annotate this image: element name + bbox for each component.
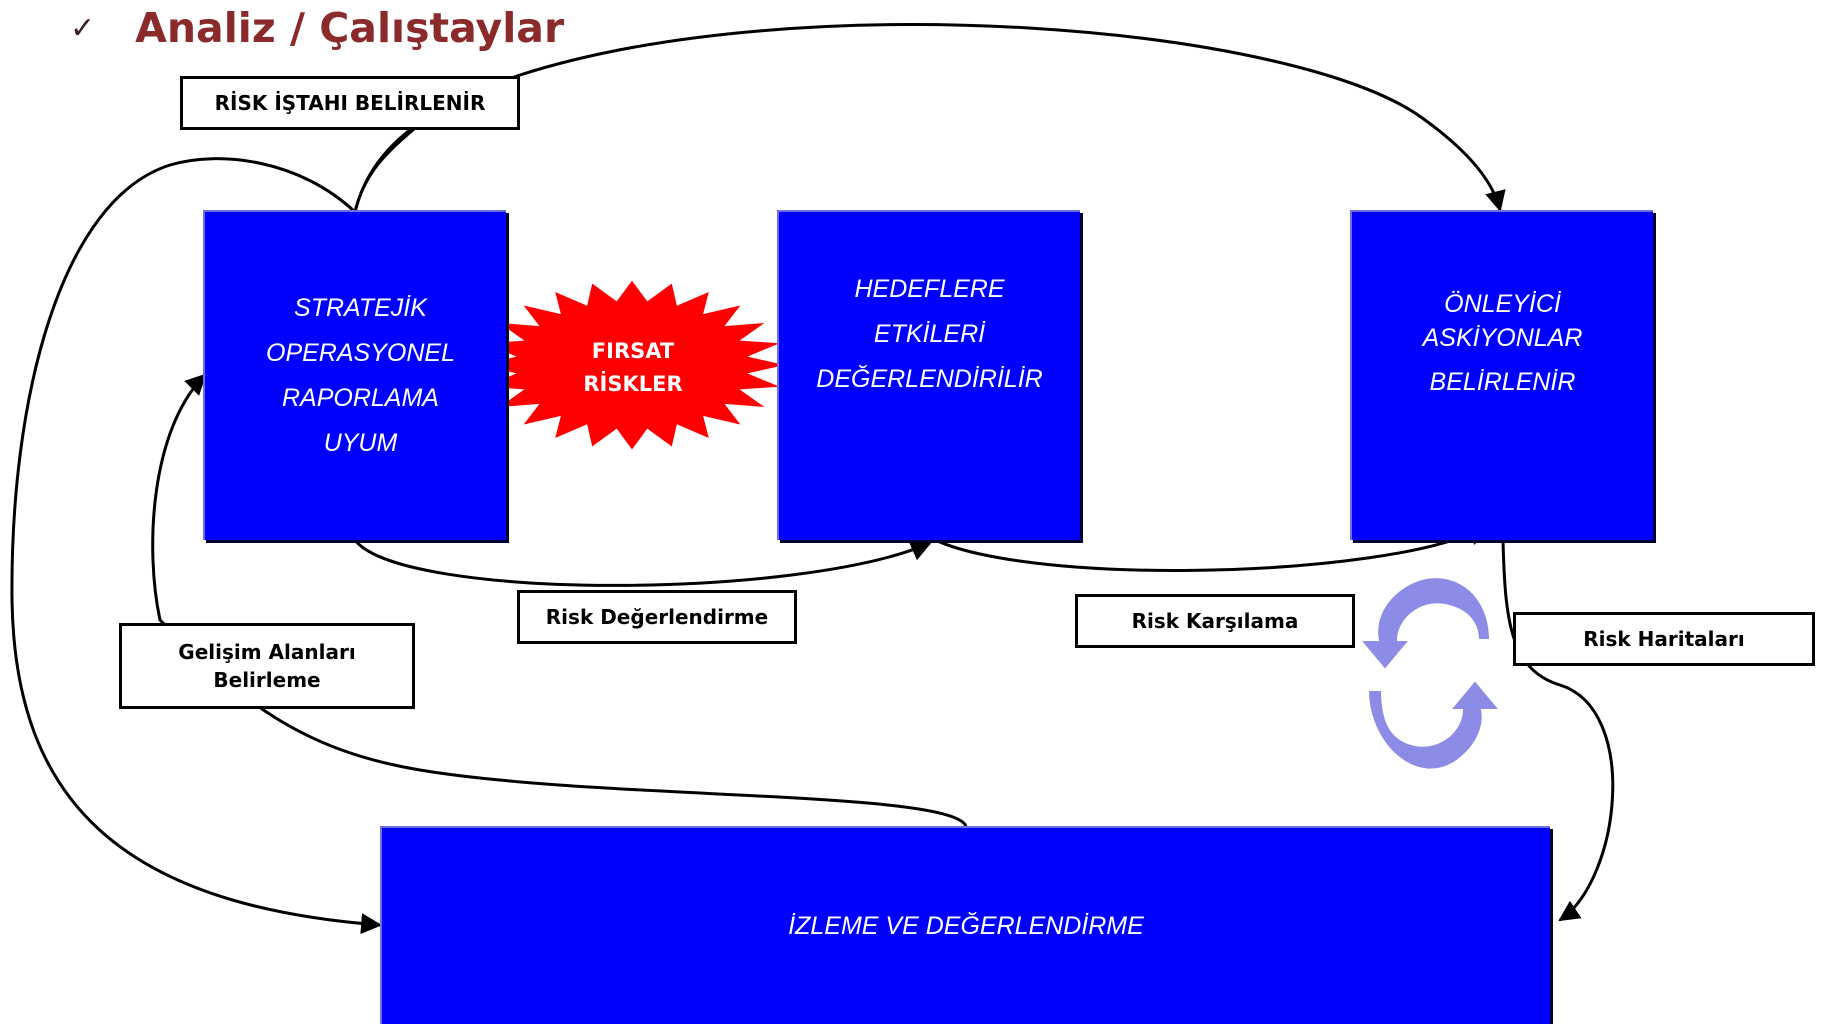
connector-monitoring-to-strategic xyxy=(151,373,968,827)
burst-line-1: FIRSAT xyxy=(591,339,675,363)
determined-line: BELİRLENİR xyxy=(1429,368,1576,396)
monitoring-text: İZLEME VE DEĞERLENDİRME xyxy=(788,911,1144,940)
risk-assessment-text: Risk Değerlendirme xyxy=(545,605,769,629)
impact-assessment-box: HEDEFLERE ETKİLERİ DEĞERLENDİRİLİR xyxy=(777,210,1080,540)
development-areas-label: Gelişim Alanları Belirleme xyxy=(119,623,415,709)
connector-preventive-to-monitoring xyxy=(1501,539,1615,922)
cycle-arrows-icon xyxy=(1357,576,1503,771)
connector-left-loop xyxy=(10,157,383,935)
connector-strategic-to-objectives xyxy=(353,539,932,587)
risk-appetite-label: RİSK İŞTAHI BELİRLENİR xyxy=(180,76,520,130)
assessed-line: DEĞERLENDİRİLİR xyxy=(816,365,1043,393)
page-title: ✓ Analiz / Çalıştaylar xyxy=(70,4,564,52)
connector-appetite-tail xyxy=(353,126,416,213)
burst-label: FIRSAT RİSKLER xyxy=(548,335,718,400)
development-line-2: Belirleme xyxy=(213,668,321,692)
objectives-line: HEDEFLERE xyxy=(854,275,1005,303)
checkmark-icon: ✓ xyxy=(70,10,96,46)
risk-appetite-text: RİSK İŞTAHI BELİRLENİR xyxy=(214,91,486,115)
preventive-line: ÖNLEYİCİ xyxy=(1444,290,1561,318)
risk-response-text: Risk Karşılama xyxy=(1131,609,1299,633)
risk-assessment-label: Risk Değerlendirme xyxy=(517,590,797,644)
strategic-line: STRATEJİK xyxy=(294,294,427,322)
risk-response-label: Risk Karşılama xyxy=(1075,594,1355,648)
impacts-line: ETKİLERİ xyxy=(873,320,986,348)
burst-line-2: RİSKLER xyxy=(583,371,683,396)
risk-maps-text: Risk Haritaları xyxy=(1583,627,1745,651)
actions-line: ASKİYONLAR xyxy=(1422,324,1583,352)
reporting-line: RAPORLAMA xyxy=(282,384,439,412)
compliance-line: UYUM xyxy=(323,429,398,457)
title-text: Analiz / Çalıştaylar xyxy=(135,4,565,52)
preventive-actions-box: ÖNLEYİCİ ASKİYONLAR BELİRLENİR xyxy=(1350,210,1653,540)
strategic-objectives-box: STRATEJİK OPERASYONEL RAPORLAMA UYUM xyxy=(203,210,506,540)
connector-objectives-to-preventive xyxy=(913,524,1487,572)
connector-appetite-to-preventive xyxy=(353,23,1506,213)
risk-maps-label: Risk Haritaları xyxy=(1513,612,1815,666)
operational-line: OPERASYONEL xyxy=(266,339,455,367)
monitoring-box: İZLEME VE DEĞERLENDİRME xyxy=(380,826,1550,1024)
development-line-1: Gelişim Alanları xyxy=(178,640,356,664)
